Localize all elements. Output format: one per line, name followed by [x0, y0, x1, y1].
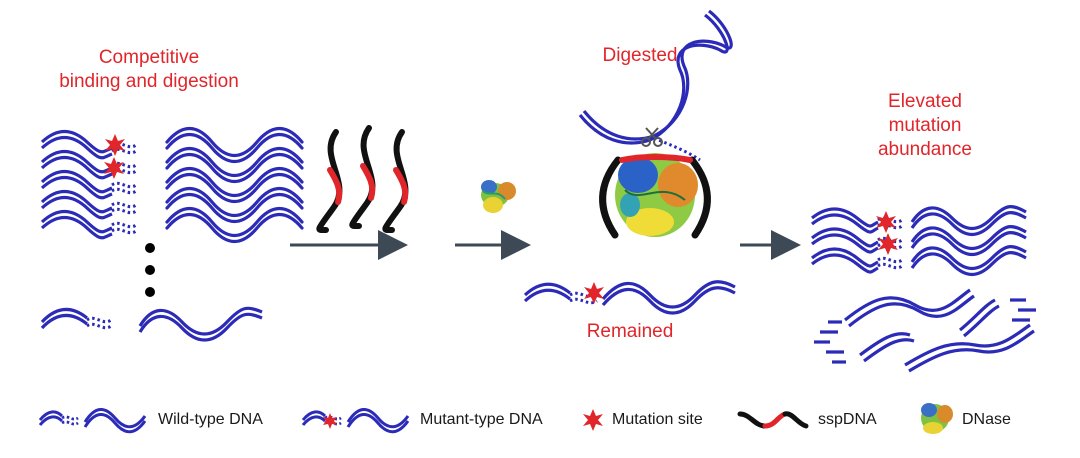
mutant-dna-icon: [301, 408, 410, 434]
elevated-mutation-label: Elevated mutation abundance: [845, 90, 1005, 162]
competitive-line-1: Competitive: [98, 47, 200, 68]
legend-sspdna-label: sspDNA: [818, 411, 877, 428]
legend-dnase-label: DNase: [962, 411, 1011, 428]
competitive-binding-label: Competitive binding and digestion: [20, 46, 278, 94]
digestion-scene: [523, 9, 736, 315]
remained-label: Remained: [586, 321, 674, 342]
competitive-line-2: binding and digestion: [59, 71, 239, 92]
wild-type-dna-icon: [38, 408, 147, 434]
dnase-enzyme-icon: [921, 403, 953, 434]
elevated-line-1: Elevated: [888, 91, 962, 112]
legend-wild-type-label: Wild-type DNA: [158, 411, 263, 428]
legend-mutation-site-label: Mutation site: [612, 411, 703, 428]
digested-label: Digested: [602, 45, 678, 66]
dnase-enzyme-icon: [481, 180, 516, 213]
sspdna-probes: [316, 125, 409, 234]
right-dna-stack: [811, 205, 1036, 373]
mutation-star-icon: [876, 211, 896, 233]
mutation-star-icon: [105, 134, 125, 156]
mutation-star-icon: [583, 409, 603, 431]
elevated-line-3: abundance: [877, 139, 973, 160]
dnase-enzyme-large-icon: [615, 153, 698, 237]
mutation-star-icon: [878, 233, 898, 255]
legend: [38, 403, 953, 434]
scissors-icon: [641, 127, 663, 147]
sspdna-icon: [737, 411, 809, 429]
legend-mutant-type-label: Mutant-type DNA: [420, 411, 543, 428]
elevated-line-2: mutation: [888, 115, 962, 136]
left-dna-stack: [40, 126, 304, 342]
digested-fragments: [814, 288, 1036, 373]
